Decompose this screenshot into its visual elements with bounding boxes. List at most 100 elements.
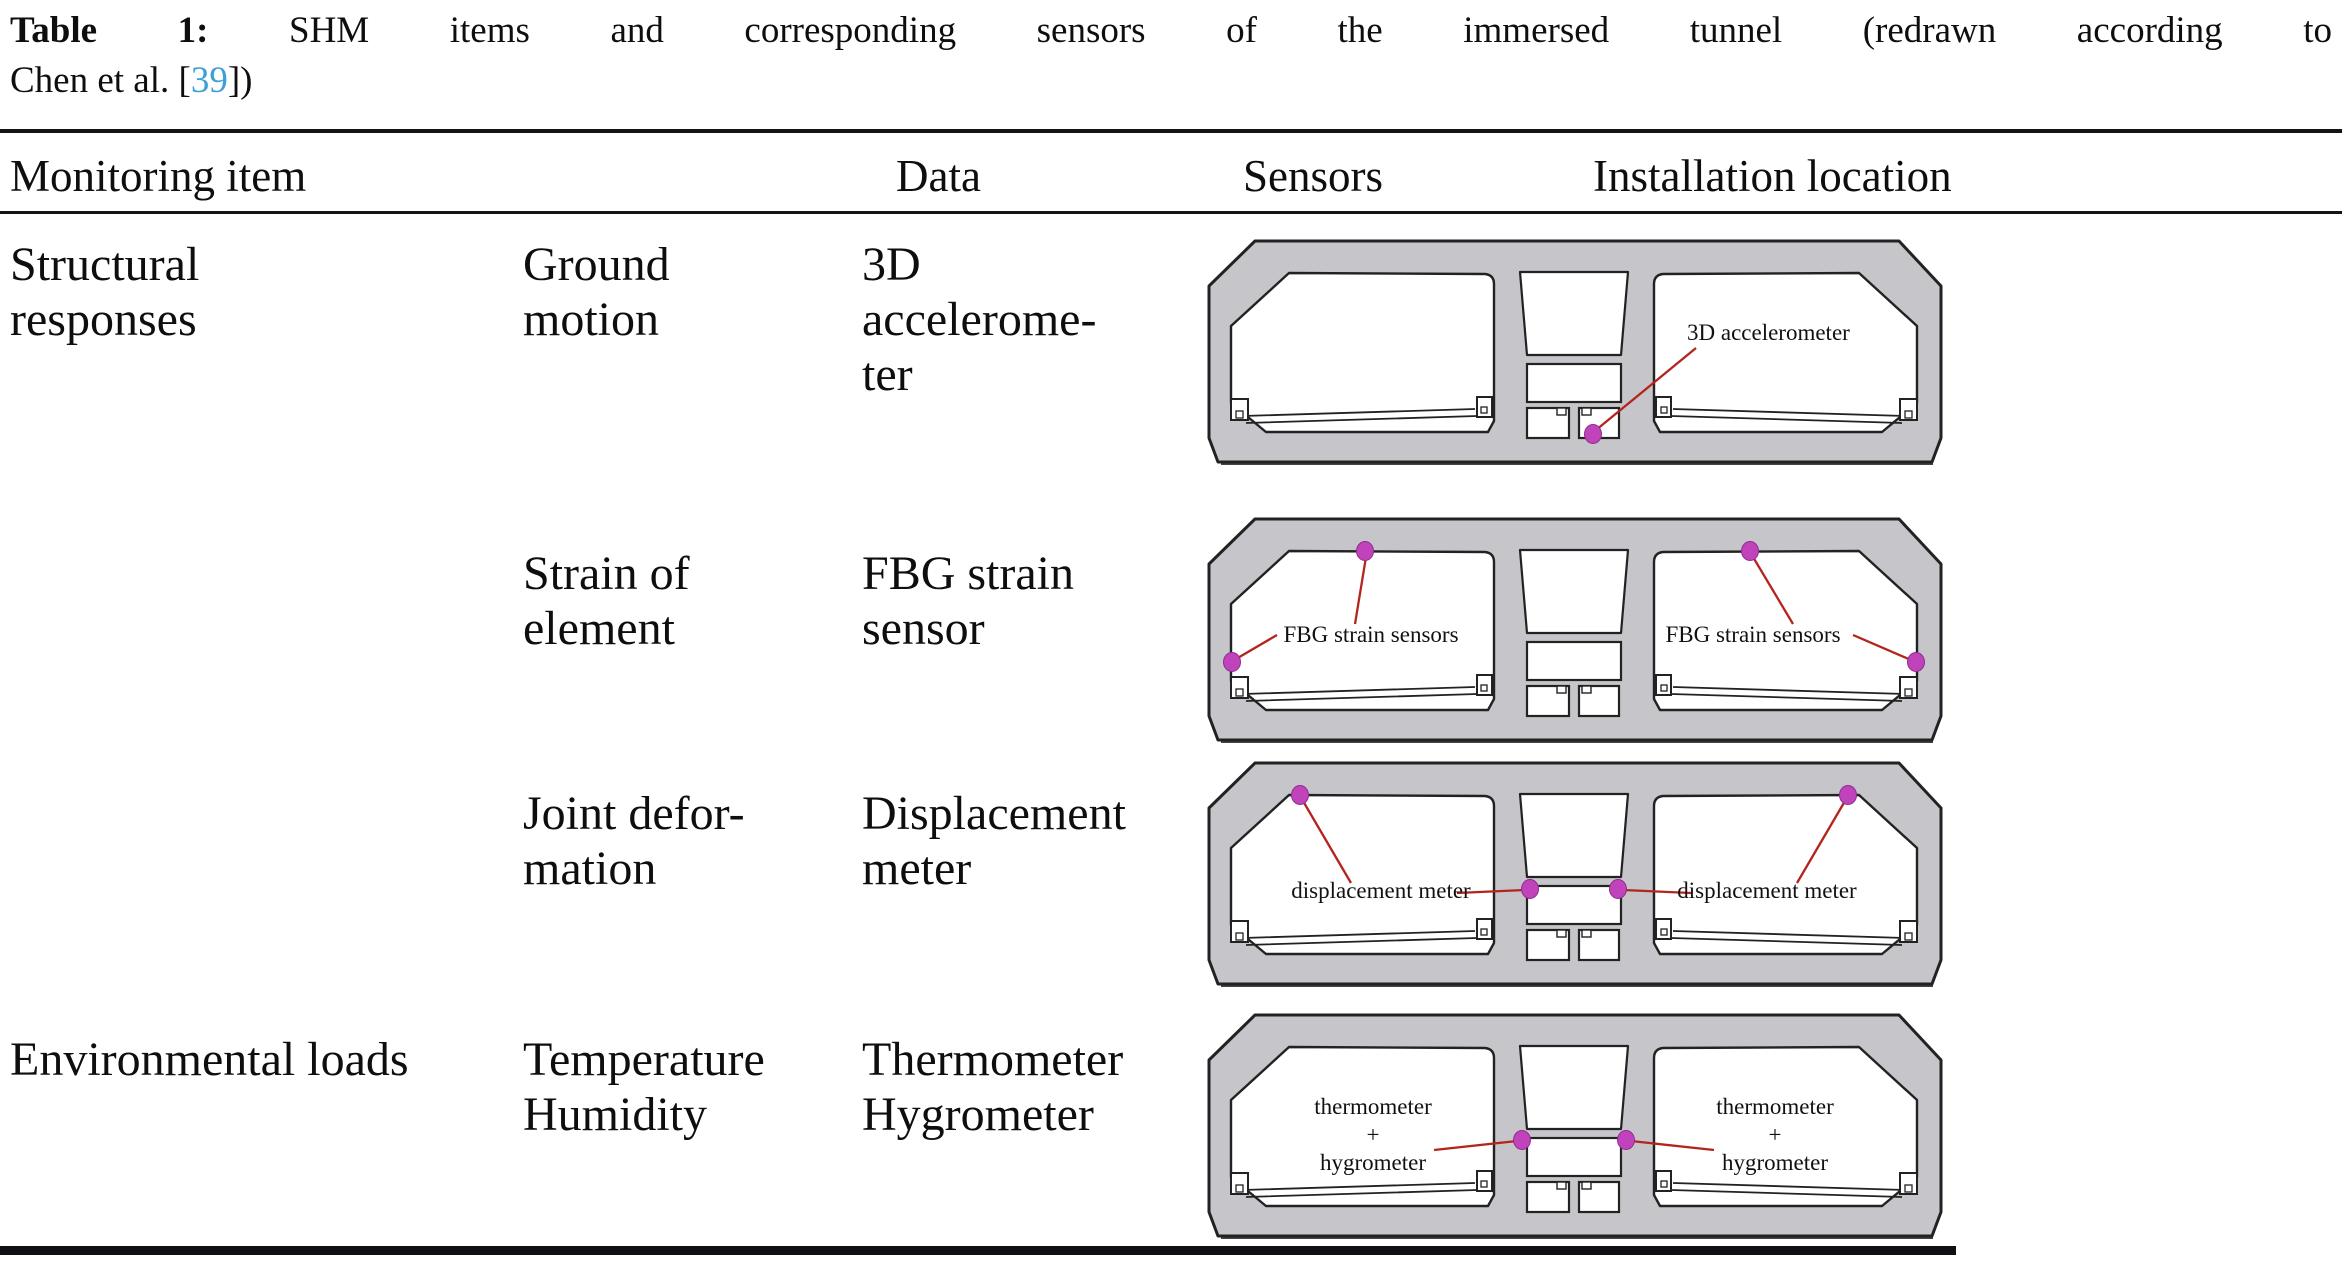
deck-bracket-notch (1904, 410, 1913, 419)
right-bore (1652, 271, 1919, 434)
sensor-dot (1356, 541, 1374, 561)
table-header-rule (0, 211, 2342, 214)
left-bore (1229, 271, 1496, 434)
cell-sensor-thermometer-hygrometer: Thermometer Hygrometer (862, 1033, 1124, 1141)
gallery-tab (1581, 1181, 1592, 1190)
leader-line (1852, 633, 1912, 662)
leader-line (1353, 556, 1368, 625)
leader-line (1302, 800, 1352, 884)
right-bore-deck (1670, 1182, 1906, 1198)
gallery-middle-duct (1525, 1136, 1623, 1178)
sensor-dot (1223, 652, 1241, 672)
deck-bracket (1230, 1172, 1249, 1195)
cell-monitoring-item-environmental: Environmental loads (10, 1033, 409, 1086)
sensor-dot (1907, 652, 1925, 672)
gallery-tab (1581, 407, 1592, 416)
left-bore (1229, 793, 1496, 956)
cell-monitoring-item-structural: Structural responses (10, 238, 200, 346)
deck-bracket-notch (1480, 1180, 1488, 1188)
tunnel-diagram-svg: thermometer+hygrometerthermometer+hygrom… (1207, 1013, 1943, 1239)
cell-data-ground-motion: Ground motion (523, 238, 670, 346)
cell-sensor-fbg-strain-sensor: FBG strain sensor (862, 547, 1075, 655)
left-bore-deck (1242, 686, 1478, 702)
deck-bracket-notch (1904, 688, 1913, 697)
citation-link[interactable]: 39 (190, 60, 228, 101)
diagram-label: FBG strain sensors (1283, 622, 1458, 647)
tunnel-cross-section-joint-deformation: displacement meter displacement meter (1205, 758, 1943, 988)
deck-bracket (1899, 1172, 1918, 1195)
diagram-label: 3D accelerometer (1687, 320, 1850, 345)
gallery-middle-duct (1525, 362, 1623, 404)
table-bottom-rule (0, 1246, 1956, 1255)
leader-line (1622, 888, 1692, 895)
table-caption: Table 1: SHM items and corresponding sen… (10, 6, 2332, 106)
deck-bracket (1230, 920, 1249, 943)
deck-bracket (1230, 398, 1249, 421)
left-bore-deck (1242, 1182, 1478, 1198)
caption-line2: Chen et al. [39]) (10, 56, 2332, 106)
deck-bracket-notch (1480, 406, 1488, 414)
leader-line (1595, 347, 1697, 431)
column-header-data: Data (896, 151, 981, 201)
gallery-upper-duct (1518, 792, 1630, 879)
caption-text-2: Chen et al. [ (10, 60, 191, 101)
left-bore (1229, 549, 1496, 712)
deck-bracket-notch (1904, 1184, 1913, 1193)
deck-bracket-notch (1904, 932, 1913, 941)
sensor-dot (1291, 785, 1309, 805)
gallery-middle-duct (1525, 884, 1623, 926)
gallery-lower-left-duct (1525, 1180, 1571, 1214)
sensor-dot (1513, 1130, 1531, 1150)
deck-bracket-notch (1660, 406, 1668, 414)
table-top-rule (0, 129, 2342, 133)
leader-line (1235, 634, 1278, 660)
gallery-tab (1581, 929, 1592, 938)
right-bore (1652, 793, 1919, 956)
gallery-tab (1556, 685, 1567, 694)
caption-line1: Table 1: SHM items and corresponding sen… (10, 6, 2332, 56)
sensor-dot (1839, 785, 1857, 805)
cell-sensor-3d-accelerometer: 3D accelerome- ter (862, 238, 1097, 401)
leader-line (1433, 1139, 1518, 1152)
cell-data-joint-deformation: Joint defor- mation (523, 787, 745, 895)
deck-bracket-notch (1235, 932, 1244, 941)
caption-text-3: ]) (227, 60, 253, 101)
tunnel-cross-section-ground-motion: 3D accelerometer (1205, 236, 1943, 466)
deck-bracket-notch (1480, 684, 1488, 692)
deck-bracket-notch (1480, 928, 1488, 936)
leader-line (1630, 1139, 1715, 1152)
deck-bracket-notch (1235, 1184, 1244, 1193)
tunnel-diagram-svg: 3D accelerometer (1207, 239, 1943, 465)
deck-bracket-notch (1235, 688, 1244, 697)
right-bore (1652, 1045, 1919, 1208)
table-number: Table 1: (10, 10, 209, 51)
deck-bracket (1230, 676, 1249, 699)
diagram-label: FBG strain sensors (1665, 622, 1840, 647)
diagram-label: displacement meter (1677, 878, 1857, 903)
left-bore-deck (1242, 930, 1478, 946)
tunnel-cross-section-strain: FBG strain sensors FBG strain sensors (1205, 514, 1943, 744)
left-bore (1229, 1045, 1496, 1208)
right-bore-deck (1670, 408, 1906, 424)
tunnel-diagram-svg: displacement meter displacement meter (1207, 761, 1943, 987)
deck-bracket (1899, 398, 1918, 421)
gallery-upper-duct (1518, 270, 1630, 357)
leader-line (1456, 888, 1526, 895)
gallery-upper-duct (1518, 1044, 1630, 1131)
gallery-lower-left-duct (1525, 684, 1571, 718)
deck-bracket (1899, 920, 1918, 943)
tunnel-diagram-svg: FBG strain sensors FBG strain sensors (1207, 517, 1943, 743)
leader-line (1752, 556, 1794, 625)
diagram-label: displacement meter (1291, 878, 1471, 903)
deck-bracket (1899, 676, 1918, 699)
right-bore-deck (1670, 686, 1906, 702)
sensor-dot (1609, 879, 1627, 899)
deck-bracket-notch (1235, 410, 1244, 419)
left-bore-deck (1242, 408, 1478, 424)
column-header-sensors: Sensors (1243, 151, 1384, 201)
cell-sensor-displacement-meter: Displacement meter (862, 787, 1126, 895)
cell-data-temperature-humidity: Temperature Humidity (523, 1033, 765, 1141)
deck-bracket-notch (1660, 928, 1668, 936)
